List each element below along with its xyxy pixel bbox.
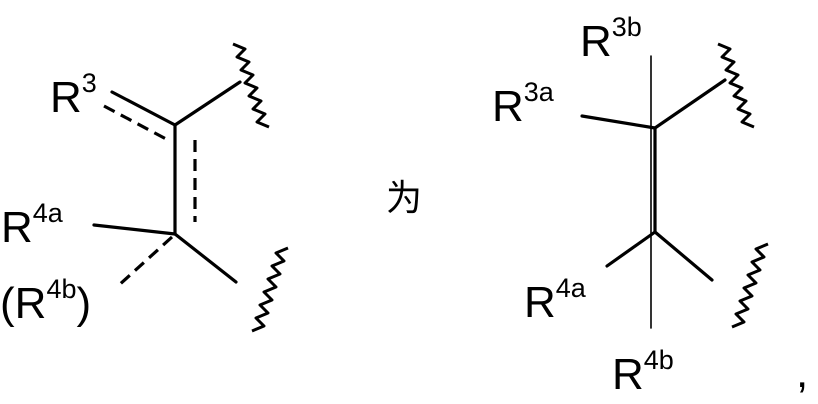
right-r3a-label: R3a [492,77,555,131]
connector-text: 为 [386,178,422,219]
left-lower-substituent-bond [175,234,236,282]
right-lower-wavy-attachment [732,244,768,327]
right-r3b-label: R3b [580,12,642,66]
right-r4a-bond [607,232,655,266]
trailing-comma: , [796,348,808,397]
left-lower-wavy-attachment [252,248,288,331]
right-r3a-bond [582,116,655,128]
left-structure: R3 R4a (R4b) [0,44,288,331]
right-r4a-label: R4a [524,273,587,327]
left-r3-optional-double-bond [104,106,168,140]
left-r4a-label: R4a [1,198,64,252]
right-structure: R3b R3a R4a R4b [492,12,768,399]
right-upper-wavy-attachment [718,44,754,127]
left-upper-substituent-bond [175,82,240,125]
right-upper-substituent-bond [655,80,725,128]
left-r4b-label: (R4b) [0,274,91,328]
right-lower-substituent-bond [655,232,712,280]
left-r4b-dashed-bond [118,237,172,286]
left-r3-bond [112,92,175,125]
left-r4a-bond [94,225,175,234]
right-r4b-label: R4b [612,345,674,399]
left-upper-wavy-attachment [233,44,269,127]
left-r3-label: R3 [50,68,97,122]
